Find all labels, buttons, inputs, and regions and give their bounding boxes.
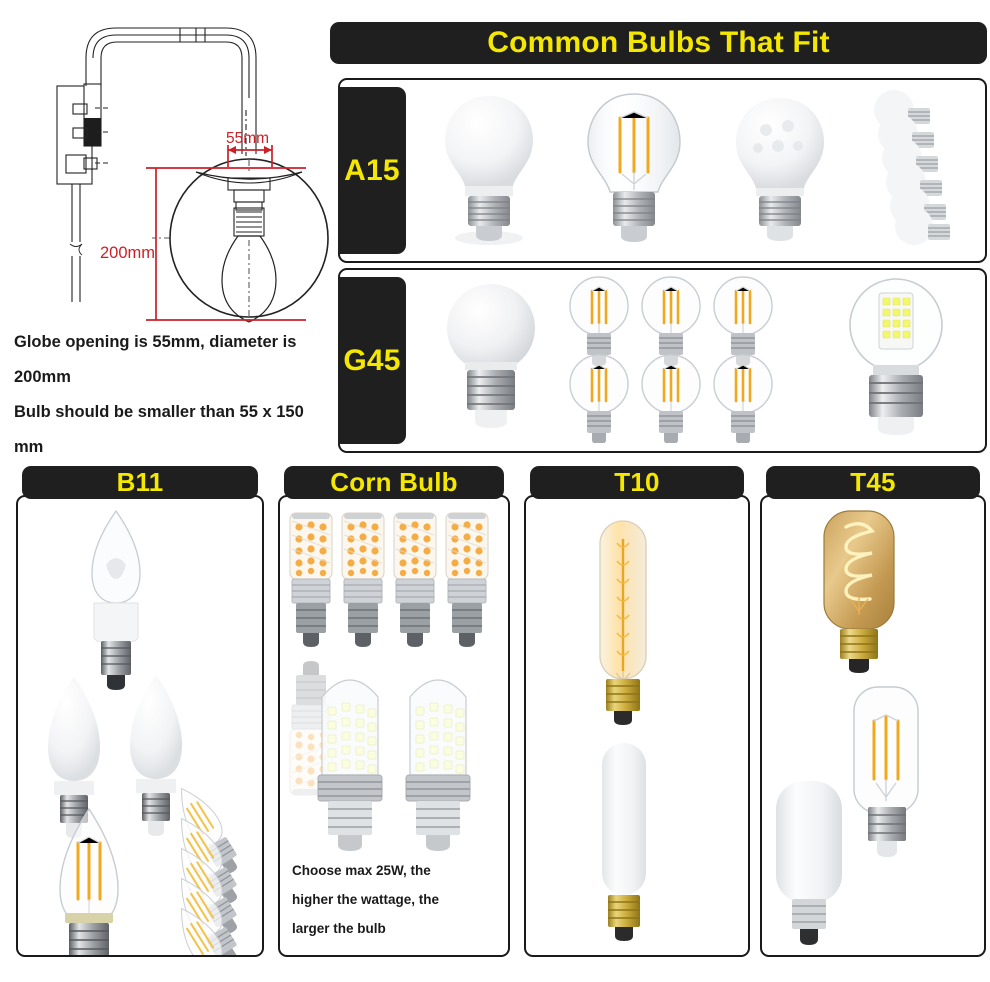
corn-caption-line-1: Choose max 25W, the [292,863,431,878]
panel-b11 [16,495,264,957]
panel-t45 [760,495,986,957]
panel-label-t10: T10 [530,466,744,499]
a15-frosted-led-bulb [707,88,853,253]
panel-b11-bulbs [18,497,262,955]
row-g45 [338,268,987,453]
g45-filament-globe-sixpack [566,273,816,448]
g45-clear-led-smd-globe [816,273,976,448]
t10-amber-vintage-tube-bulb [599,520,647,725]
g45-frosted-globe-bulb [416,276,566,446]
globe-spec-text: Globe opening is 55mm, diameter is 200mm… [14,325,344,465]
panel-label-b11: B11 [22,466,258,499]
a15-frosted-white-bulb [416,88,562,253]
panel-corn-bulb: Choose max 25W, the higher the wattage, … [278,495,510,957]
spec-line-4: mm [14,438,44,456]
row-a15 [338,78,987,263]
b11-clear-top-candle-bulb [91,509,141,690]
corn-caption-line-2: higher the wattage, the [292,892,440,907]
corn-bulb-warm-small [289,512,489,648]
corn-caption-line-3: larger the bulb [292,921,386,936]
t10-frosted-tube-bulb [602,743,646,941]
panel-t10-bulbs [526,497,748,955]
wall-sconce-dimension-drawing: 55mm 200mm [0,0,340,330]
t45-clear-filament-bulb [853,686,919,857]
b11-filament-candle-bulb [59,807,119,955]
t45-amber-spiral-filament-bulb [823,510,895,673]
spec-line-3: Bulb should be smaller than 55 x 150 [14,403,304,421]
dimension-label-diameter: 200mm [100,244,155,262]
b11-frosted-candle-bulb-right [130,675,182,836]
row-label-a15: A15 [338,87,406,254]
t45-frosted-tube-bulb [776,781,842,945]
drawing-svg: 55mm 200mm [56,27,329,324]
b11-frosted-candle-bulb-left [48,677,100,838]
row-label-g45: G45 [338,277,406,444]
row-a15-bulbs [416,80,979,261]
a15-multipack-stack [853,88,979,253]
corn-bulb-cool-large [317,679,471,852]
row-g45-bulbs [416,270,979,451]
page-title-banner: Common Bulbs That Fit [330,22,987,64]
panel-t45-bulbs [762,497,984,955]
panel-t10 [524,495,750,957]
panel-label-t45: T45 [766,466,980,499]
a15-clear-filament-bulb [562,88,708,253]
spec-line-1: Globe opening is 55mm, diameter is [14,333,297,351]
spec-line-2: 200mm [14,368,71,386]
panel-label-corn-bulb: Corn Bulb [284,466,504,499]
b11-mini-candle-stack [167,779,248,955]
dimension-label-opening: 55mm [226,130,269,147]
corn-bulb-caption: Choose max 25W, the higher the wattage, … [292,856,497,943]
